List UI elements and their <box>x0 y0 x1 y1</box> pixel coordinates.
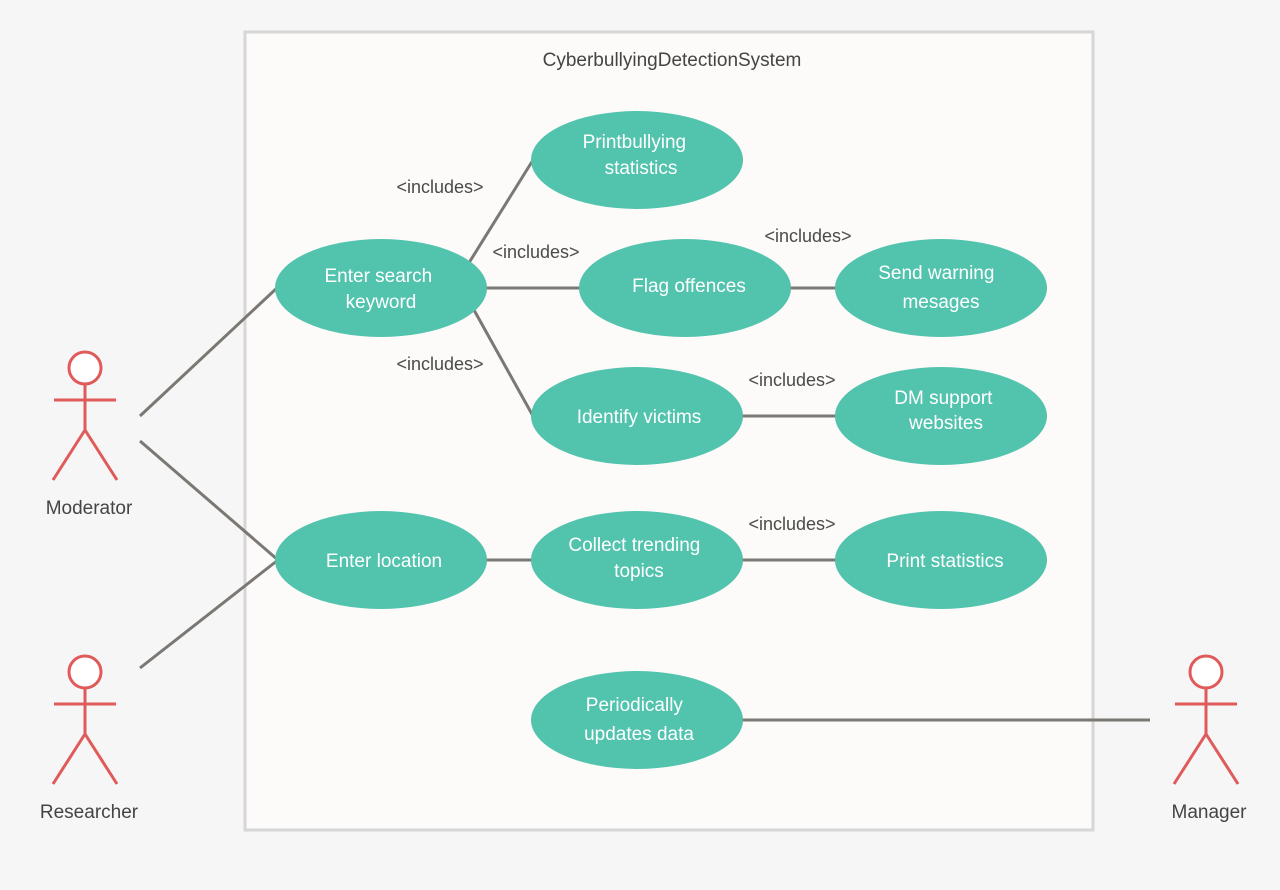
actor-label: Moderator <box>46 498 133 519</box>
use-case-label-line2: websites <box>908 413 983 434</box>
stick-figure-icon <box>51 350 119 481</box>
use-case-ellipse <box>531 367 743 465</box>
use-case-label-line1: Periodically <box>586 695 684 716</box>
use-case-label-line2: statistics <box>605 158 678 179</box>
use-case-label-line2: mesages <box>902 292 979 313</box>
use-case-collect-trending-topics[interactable]: Collect trending topics <box>531 511 743 609</box>
use-case-dm-support-websites[interactable]: DM support websites <box>835 367 1047 465</box>
actor-label: Manager <box>1172 802 1248 823</box>
use-case-enter-location[interactable]: Enter location <box>275 511 487 609</box>
use-case-label: Enter location <box>326 551 442 572</box>
include-label-print-bullying: <includes> <box>396 177 483 197</box>
include-label-identify-victims: <includes> <box>396 354 483 374</box>
use-case-send-warning-messages[interactable]: Send warning mesages <box>835 239 1047 337</box>
keyword-to-print-bullying-line <box>465 159 535 267</box>
use-case-label-line2: topics <box>614 561 664 582</box>
use-case-label-line2: updates data <box>584 724 694 745</box>
connections <box>138 159 1150 722</box>
use-case-label: DM support websites <box>894 388 997 434</box>
include-label-send-warning: <includes> <box>764 226 851 246</box>
use-case-label-line1: Send warning <box>878 263 994 284</box>
actor-label: Researcher <box>40 802 139 823</box>
moderator-to-enter-location <box>139 439 279 562</box>
use-case-label: Enter search keyword <box>324 266 437 313</box>
use-case-label: Print statistics <box>886 551 1003 572</box>
use-case-label-line1: Enter search <box>324 266 432 287</box>
use-case-label: Printbullying statistics <box>583 132 692 179</box>
use-case-label-line1: Printbullying <box>583 132 687 153</box>
actor-moderator[interactable]: Moderator <box>46 350 133 519</box>
use-case-label: Periodically updates data <box>584 695 694 745</box>
use-case-ellipse <box>531 111 743 209</box>
use-case-ellipse <box>835 239 1047 337</box>
use-case-label: Flag offences <box>632 276 746 297</box>
use-case-label-line1: DM support <box>894 388 993 409</box>
use-case-print-statistics[interactable]: Print statistics <box>835 511 1047 609</box>
actor-manager[interactable]: Manager <box>1172 654 1248 823</box>
use-case-label: Send warning mesages <box>878 263 999 313</box>
use-case-flag-offences[interactable]: Flag offences <box>579 239 791 337</box>
use-case-ellipse <box>275 239 487 337</box>
moderator-to-enter-search-keyword <box>138 285 280 418</box>
system-title: CyberbullyingDetectionSystem <box>543 50 802 71</box>
actor-researcher[interactable]: Researcher <box>40 654 139 823</box>
use-case-ellipse <box>275 511 487 609</box>
include-label-flag-offences: <includes> <box>492 242 579 262</box>
include-label-print-statistics: <includes> <box>748 514 835 534</box>
keyword-to-identify-line <box>472 309 535 417</box>
use-case-identify-victims[interactable]: Identify victims <box>531 367 743 465</box>
use-case-label: Identify victims <box>577 407 702 428</box>
use-case-ellipse <box>531 511 743 609</box>
relationship-labels: <includes> <includes> <includes> <includ… <box>396 177 851 534</box>
use-case-label: Collect trending topics <box>568 535 705 582</box>
stick-figure-icon <box>1172 654 1240 785</box>
include-label-dm-support: <includes> <box>748 370 835 390</box>
use-case-label-line1: Collect trending <box>568 535 700 556</box>
use-case-label-line2: keyword <box>346 292 417 313</box>
use-case-ellipse <box>835 511 1047 609</box>
use-case-ellipse <box>579 239 791 337</box>
researcher-to-enter-location <box>139 558 279 670</box>
use-case-print-bullying-statistics[interactable]: Printbullying statistics <box>531 111 743 209</box>
use-case-periodically-updates-data[interactable]: Periodically updates data <box>531 671 743 769</box>
use-case-ellipse <box>531 671 743 769</box>
stick-figure-icon <box>51 654 119 785</box>
use-case-ellipse <box>835 367 1047 465</box>
use-case-enter-search-keyword[interactable]: Enter search keyword <box>275 239 487 337</box>
